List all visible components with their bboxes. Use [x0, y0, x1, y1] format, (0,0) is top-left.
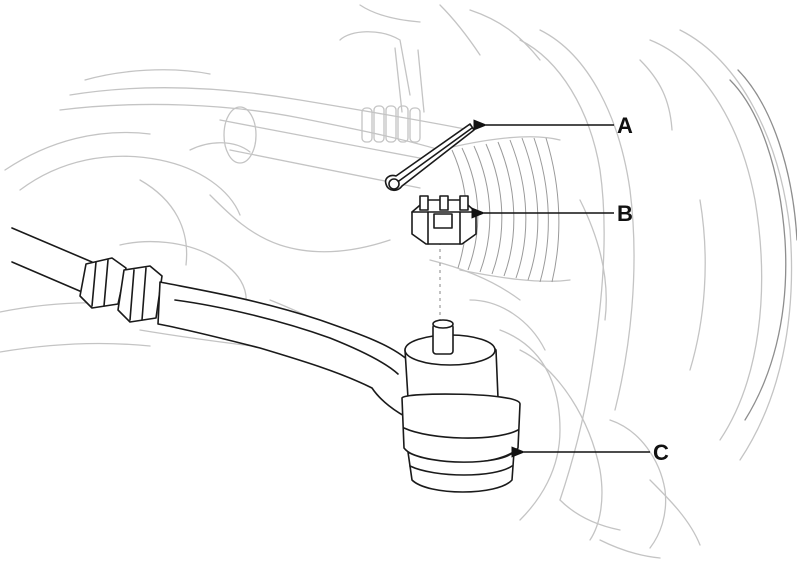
callout-a-label: A [617, 113, 633, 138]
callout-c: C [511, 440, 669, 465]
strut-spring [361, 105, 421, 143]
tie-rod [11, 227, 413, 421]
callout-a: A [473, 113, 633, 138]
ball-joint-housing [401, 319, 521, 493]
callout-b: B [471, 201, 633, 226]
castle-nut [411, 195, 477, 245]
background-components [0, 4, 797, 559]
callout-b-label: B [617, 201, 633, 226]
cotter-pin [384, 123, 475, 192]
callout-c-label: C [653, 440, 669, 465]
